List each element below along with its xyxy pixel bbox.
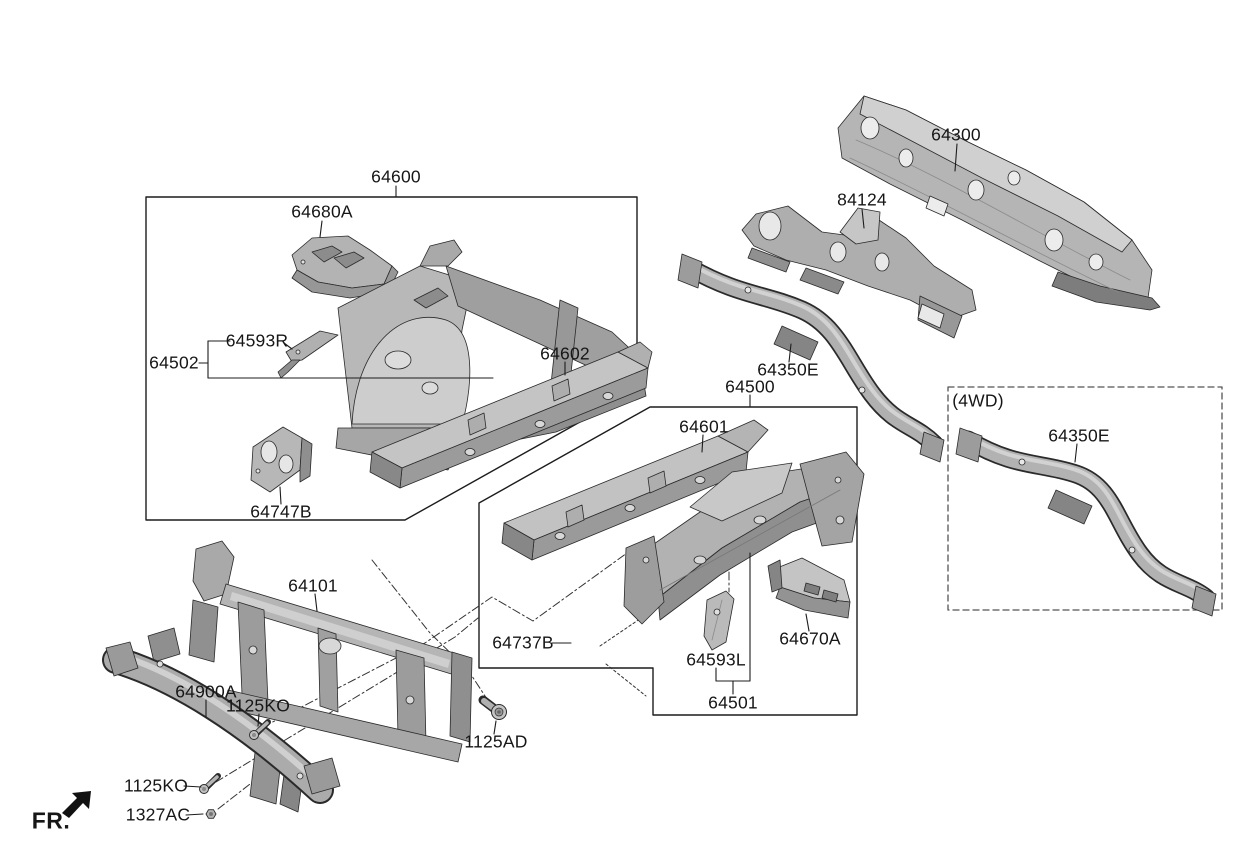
label-part-64601: 64601 [679, 416, 729, 437]
label-bolt-1125ad: 1125AD [464, 731, 528, 752]
part-64101-illustration [188, 540, 473, 763]
part-64747b-illustration [250, 426, 313, 493]
part-64680a-illustration [291, 235, 399, 299]
assembly-box-64500-outline [478, 406, 858, 716]
label-part-64593r: 64593R [225, 330, 289, 351]
label-part-64593l: 64593L [686, 649, 746, 670]
label-bolt-1125ko-front: 1125KO [225, 695, 291, 716]
part-64593l-illustration [703, 590, 735, 651]
bolt-hole-dotted-lines [599, 607, 657, 697]
label-part-64101: 64101 [288, 575, 338, 596]
bolt-1125ko-front-icon [249, 719, 271, 740]
part-64300-illustration [837, 95, 1161, 311]
label-part-64737b: 64737B [492, 632, 554, 653]
part-64350e-4wd-illustration [955, 427, 1217, 617]
label-bolt-1125ko-lower: 1125KO [123, 775, 189, 796]
bolt-1125ko-lower-icon [199, 773, 221, 794]
fr-direction-arrow-icon [62, 791, 91, 818]
part-64670a-illustration [767, 557, 851, 619]
label-assembly-64600: 64600 [371, 166, 421, 187]
label-part-64747b: 64747B [250, 501, 312, 522]
label-assembly-64500: 64500 [725, 376, 775, 397]
label-part-64670a: 64670A [779, 628, 841, 649]
label-part-64900a: 64900A [175, 681, 237, 702]
label-part-84124: 84124 [837, 189, 887, 210]
label-part-64680a: 64680A [291, 201, 353, 222]
part-64350e-illustration [677, 253, 945, 463]
nut-1327ac-icon [205, 809, 217, 819]
part-84124-illustration [741, 205, 977, 339]
label-4wd-caption: (4WD) [952, 390, 1004, 411]
label-part-64501: 64501 [708, 692, 758, 713]
label-part-64350e-4wd: 64350E [1048, 425, 1110, 446]
label-part-64300: 64300 [931, 124, 981, 145]
assembly-box-64600-outline [145, 196, 638, 521]
label-fr-direction: FR. [31, 807, 71, 834]
part-64601-illustration [501, 419, 769, 561]
label-part-64502: 64502 [149, 352, 199, 373]
assembly-box-4wd-outline [947, 386, 1223, 611]
label-part-64350e: 64350E [757, 359, 819, 380]
part-64602-illustration [369, 341, 653, 489]
part-64501-apron-assembly-illustration [623, 451, 865, 625]
label-part-64602: 64602 [540, 343, 590, 364]
bolt-1125ad-icon [478, 695, 507, 720]
label-leader-lines [183, 143, 1078, 816]
part-64900a-illustration [102, 627, 341, 813]
label-nut-1327ac: 1327AC [125, 804, 191, 825]
part-64593r-illustration [277, 330, 339, 379]
